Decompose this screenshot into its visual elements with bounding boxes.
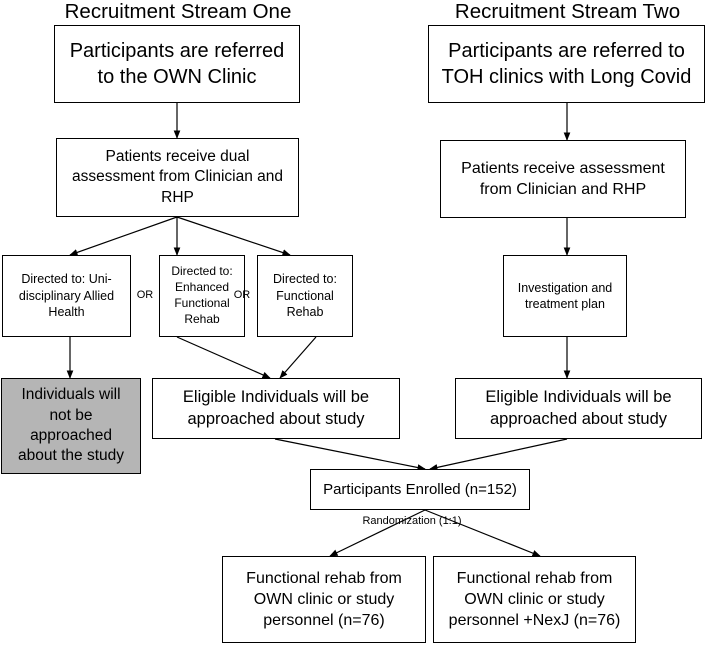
stream-one-header: Recruitment Stream One [64, 0, 292, 23]
intervention-arm-box: Functional rehab from OWN clinic or stud… [433, 556, 636, 643]
directed-functional-text: Directed to: Functional Rehab [273, 272, 337, 320]
directed-enhanced-box: Directed to: Enhanced Functional Rehab [159, 255, 245, 337]
arrow-eligible-two-to-enrolled [429, 438, 568, 471]
stream-one-eligible-box: Eligible Individuals will be approached … [152, 378, 400, 439]
stream-two-eligible-text: Eligible Individuals will be approached … [485, 387, 672, 428]
stream-two-assessment-box: Patients receive assessment from Clinici… [440, 140, 686, 218]
directed-enhanced-text: Directed to: Enhanced Functional Rehab [171, 264, 233, 326]
enrolled-text: Participants Enrolled (n=152) [323, 480, 517, 498]
randomization-label: Randomization (1:1) [362, 515, 462, 527]
investigation-box: Investigation and treatment plan [503, 255, 627, 337]
arrow-eligible-one-to-enrolled [274, 438, 426, 471]
arrow-assessment-to-functional [176, 216, 291, 256]
not-approached-box: Individuals will not be approached about… [1, 378, 141, 474]
stream-two-assessment-text: Patients receive assessment from Clinici… [461, 159, 665, 198]
enrolled-box: Participants Enrolled (n=152) [310, 469, 530, 510]
stream-one-eligible-text: Eligible Individuals will be approached … [182, 387, 370, 428]
directed-functional-box: Directed to: Functional Rehab [257, 255, 353, 337]
stream-one-referral-text: Participants are referred to the OWN Cli… [69, 39, 285, 88]
arrow-functional-to-eligible-one [279, 336, 317, 379]
stream-two-header: Recruitment Stream Two [454, 0, 681, 23]
or-label-2: OR [233, 289, 251, 301]
directed-unidisciplinary-box: Directed to: Uni-disciplinary Allied Hea… [2, 255, 131, 337]
stream-two-referral-box: Participants are referred to TOH clinics… [428, 25, 705, 103]
stream-two-referral-text: Participants are referred to TOH clinics… [441, 39, 692, 88]
directed-unidisciplinary-text: Directed to: Uni-disciplinary Allied Hea… [18, 272, 115, 320]
stream-one-referral-box: Participants are referred to the OWN Cli… [54, 25, 300, 103]
or-label-1: OR [136, 289, 154, 301]
intervention-arm-text: Functional rehab from OWN clinic or stud… [448, 569, 621, 630]
stream-one-assessment-text: Patients receive dual assessment from Cl… [71, 147, 284, 206]
arrow-assessment-to-unidisciplinary [69, 216, 178, 256]
investigation-text: Investigation and treatment plan [517, 280, 613, 312]
not-approached-text: Individuals will not be approached about… [18, 386, 124, 465]
control-arm-box: Functional rehab from OWN clinic or stud… [222, 556, 426, 643]
stream-two-eligible-box: Eligible Individuals will be approached … [455, 378, 702, 439]
arrow-enhanced-to-eligible-one [176, 336, 271, 379]
stream-one-assessment-box: Patients receive dual assessment from Cl… [56, 138, 299, 217]
control-arm-text: Functional rehab from OWN clinic or stud… [246, 569, 402, 630]
